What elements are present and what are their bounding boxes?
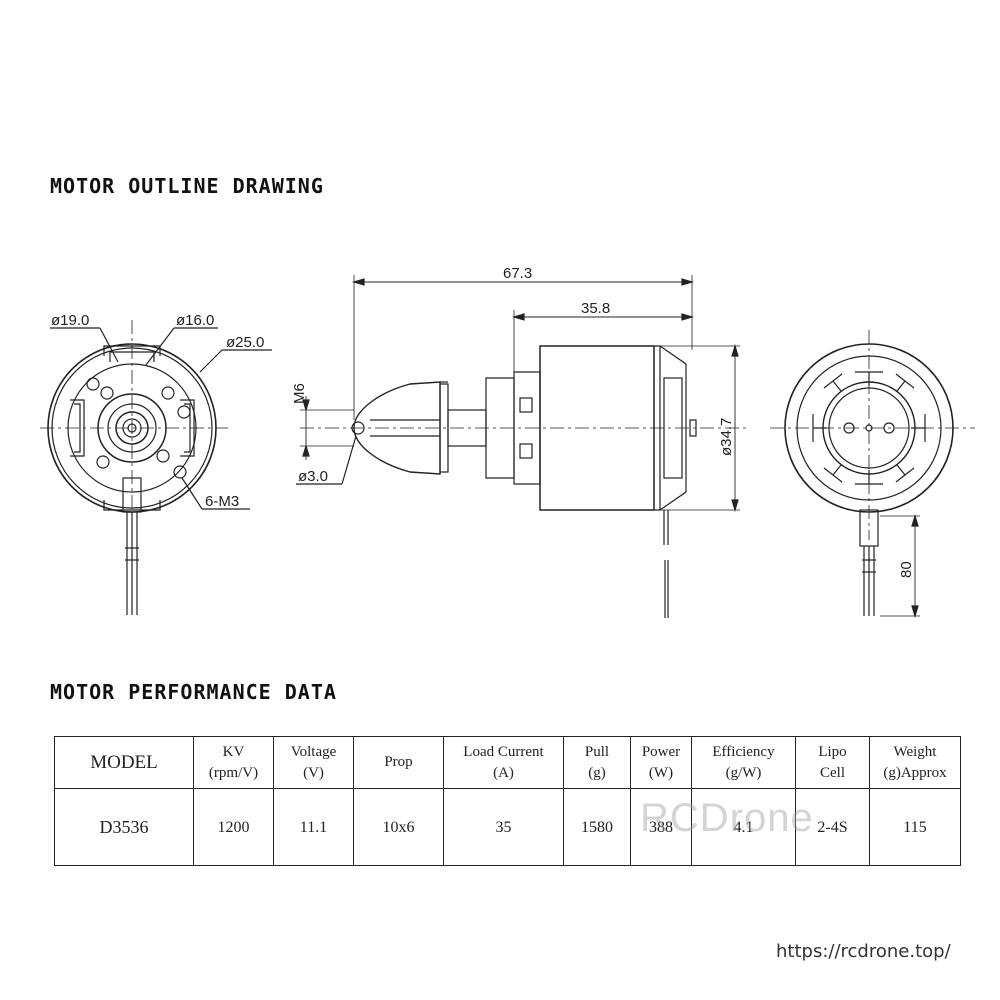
performance-table: MODEL KV(rpm/V) Voltage(V) Prop Load Cur… [54,736,961,866]
header-model: MODEL [54,736,194,789]
dim-body-length: 35.8 [581,300,610,317]
front-view [40,320,272,615]
header-weight: Weight(g)Approx [869,736,961,789]
dim-body-dia: ø34.7 [718,418,735,456]
header-prop: Prop [353,736,444,789]
dim-d19: ø19.0 [51,312,89,329]
cell-efficiency: 4.1 [691,788,796,866]
header-load-current: Load Current(A) [443,736,564,789]
source-url: https://rcdrone.top/ [776,941,951,962]
cell-model: D3536 [54,788,194,866]
watermark: RCDrone [640,796,814,840]
motor-outline-drawing: ø19.0 ø16.0 ø25.0 6-M3 67.3 35.8 M6 ø3.0… [40,265,975,619]
cell-load-current: 35 [443,788,564,866]
rear-view [770,330,975,619]
performance-heading: MOTOR PERFORMANCE DATA [50,680,337,704]
header-efficiency: Efficiency(g/W) [691,736,796,789]
header-pull: Pull(g) [563,736,631,789]
cell-weight: 115 [869,788,961,866]
dim-shaft-dia: ø3.0 [298,468,328,485]
cell-prop: 10x6 [353,788,444,866]
header-kv: KV(rpm/V) [193,736,274,789]
cell-lipo-cell: 2-4S [795,788,870,866]
dim-d25: ø25.0 [226,334,264,351]
header-power: Power(W) [630,736,692,789]
dim-thread: M6 [291,383,308,404]
dim-d16: ø16.0 [176,312,214,329]
header-voltage: Voltage(V) [273,736,354,789]
dim-lead-length: 80 [898,561,915,578]
drawing-heading: MOTOR OUTLINE DRAWING [50,174,324,198]
table-row: D3536 1200 11.1 10x6 35 1580 388 4.1 2-4… [54,788,961,866]
dim-overall-length: 67.3 [503,265,532,282]
cell-kv: 1200 [193,788,274,866]
cell-pull: 1580 [563,788,631,866]
side-view [296,275,750,618]
table-header-row: MODEL KV(rpm/V) Voltage(V) Prop Load Cur… [54,736,961,789]
cell-voltage: 11.1 [273,788,354,866]
dim-holes: 6-M3 [205,493,239,510]
